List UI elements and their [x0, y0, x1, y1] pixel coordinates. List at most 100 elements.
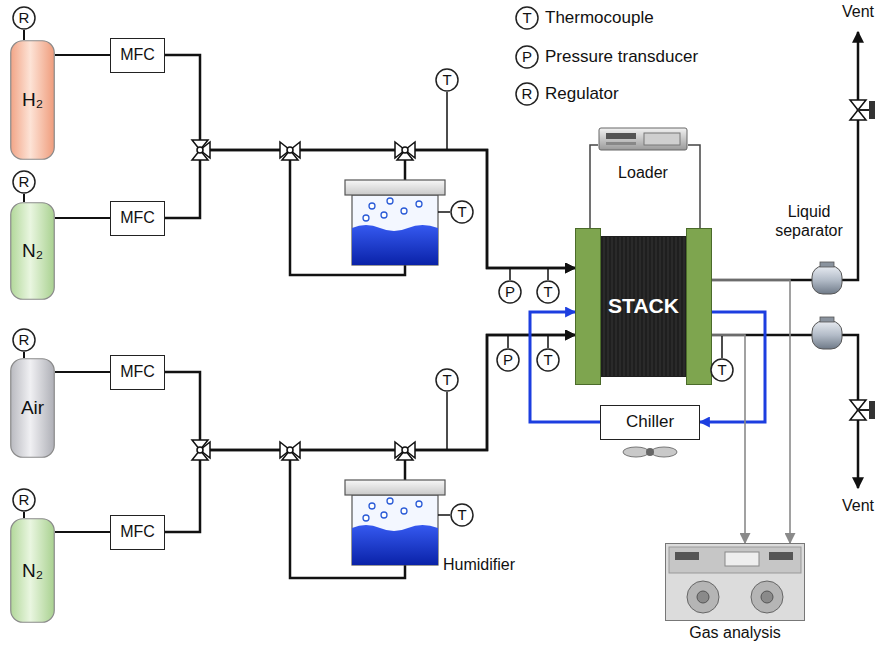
legend-symbol-letter: P	[515, 45, 539, 69]
node-text: T	[457, 506, 466, 523]
symbol-circle	[436, 369, 458, 391]
symbol-circle	[451, 201, 473, 223]
bubbles	[363, 215, 369, 221]
node-text: STACK	[608, 294, 679, 318]
regulator-symbol: R	[12, 328, 36, 352]
loader-panel	[606, 133, 636, 139]
node-text: R	[19, 331, 30, 348]
node-text: N₂	[22, 240, 43, 262]
sensor-leader	[547, 268, 549, 280]
pump-hub	[761, 591, 773, 603]
node-text: N₂	[22, 560, 43, 582]
legend-row: Thermocouple	[515, 6, 654, 30]
chiller-box: Chiller	[600, 405, 700, 440]
three-way-valve	[287, 147, 293, 153]
vent-pipe	[842, 335, 858, 488]
cell-line	[680, 237, 681, 376]
loader-panel	[644, 133, 680, 145]
node-text: H₂	[22, 89, 43, 111]
three-way-valve	[402, 447, 408, 453]
sensor-leader	[438, 514, 450, 516]
legend-circle	[516, 7, 538, 29]
end-plate	[687, 229, 712, 385]
thermocouple-symbol: T	[536, 280, 560, 304]
part-label: Vent	[838, 3, 878, 22]
node-text: MFC	[120, 209, 155, 227]
bubbles	[363, 515, 369, 521]
cylinder-body	[11, 519, 55, 623]
thermocouple-symbol: T	[450, 200, 474, 224]
separator-body	[812, 321, 842, 349]
analyzer-display	[675, 552, 699, 560]
three-way-valve	[197, 447, 203, 453]
legend-text: Thermocouple	[545, 8, 654, 28]
legend-row: Pressure transducer	[515, 45, 698, 69]
vent-pipe	[842, 32, 858, 280]
thermocouple-symbol: T	[450, 503, 474, 527]
humidifier-body	[352, 195, 438, 265]
thermocouple-symbol: T	[435, 368, 459, 392]
pipe-connector	[712, 280, 790, 543]
pipe-connector	[55, 371, 110, 373]
node-text: T	[457, 203, 466, 220]
pipe-connector	[23, 352, 25, 358]
cylinder-body	[11, 203, 55, 300]
bubbles	[381, 212, 387, 218]
node-text: MFC	[120, 363, 155, 381]
vent-valve	[850, 110, 866, 120]
part-label: Liquid separator	[768, 203, 850, 241]
bubbles	[416, 501, 422, 507]
humidifier	[345, 480, 445, 565]
bubbles	[387, 198, 393, 204]
node-text: MFC	[120, 46, 155, 64]
analyzer-display	[725, 552, 759, 566]
three-way-valve	[402, 147, 408, 153]
analyzer-case	[666, 544, 805, 621]
pipe-connector	[23, 30, 25, 40]
vent-valve	[869, 101, 875, 119]
vent-valve	[850, 410, 866, 420]
vent-valve	[858, 109, 870, 111]
vent-valve	[869, 401, 875, 419]
mfc-box: MFC	[110, 201, 165, 236]
fan-blade	[651, 447, 677, 457]
pipe-connector	[165, 55, 575, 268]
stack-body	[600, 236, 687, 377]
node-text: Loader	[618, 164, 668, 182]
analyzer-display	[769, 552, 793, 560]
sensor-leader	[721, 335, 723, 358]
node-text: T	[717, 361, 726, 378]
node-text: P	[505, 283, 515, 300]
three-way-valve	[197, 147, 203, 153]
bubbles	[381, 512, 387, 518]
thermocouple-symbol: T	[536, 348, 560, 372]
pipe-connector	[165, 335, 575, 532]
humidifier-lid	[345, 480, 445, 495]
separator-cap	[820, 262, 834, 267]
legend-text: Regulator	[545, 84, 619, 104]
symbol-circle	[497, 349, 519, 371]
node-text: MFC	[120, 523, 155, 541]
pump-hub	[697, 591, 709, 603]
gas-cylinder: N₂	[10, 518, 55, 623]
vent-valve	[850, 100, 866, 110]
node-text: Air	[21, 397, 44, 419]
symbol-circle	[13, 489, 35, 511]
fan-hub	[646, 448, 654, 456]
node-text: Gas analysis	[689, 624, 781, 642]
legend-circle	[516, 83, 538, 105]
symbol-circle	[537, 349, 559, 371]
vent-valve	[850, 400, 866, 410]
pressure-symbol: P	[498, 280, 522, 304]
water	[352, 225, 438, 265]
cell-line	[684, 237, 685, 376]
cylinder-body	[11, 41, 55, 160]
node-text: Chiller	[626, 412, 674, 432]
legend-symbol-letter: T	[515, 6, 539, 30]
legend-symbol-letter: R	[515, 82, 539, 106]
node-text: T	[543, 283, 552, 300]
pipe-connector	[55, 217, 110, 219]
node-text: T	[543, 351, 552, 368]
bubbles	[363, 498, 422, 521]
